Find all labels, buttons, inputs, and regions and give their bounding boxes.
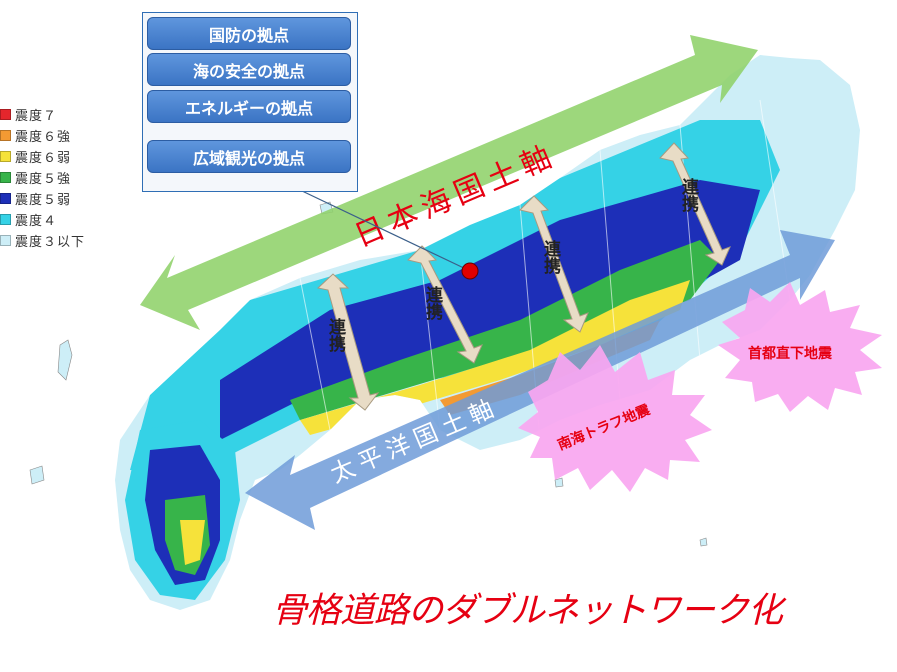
link-label-4: 連携 bbox=[678, 177, 699, 213]
legend-swatch bbox=[0, 151, 11, 162]
nankai-burst: 南海トラフ地震 bbox=[518, 345, 712, 492]
legend-item: 震度６弱 bbox=[0, 146, 85, 167]
role-energy: エネルギーの拠点 bbox=[147, 90, 351, 123]
shuto-burst: 首都直下地震 bbox=[718, 282, 882, 412]
legend-label: 震度３以下 bbox=[15, 235, 86, 250]
city-marker bbox=[461, 262, 479, 280]
link-label-1: 連携 bbox=[325, 317, 346, 353]
legend-label: 震度５弱 bbox=[15, 193, 72, 208]
link-arrow-2: 連携 bbox=[407, 245, 483, 364]
link-arrows: 連携 連携 連携 連携 bbox=[316, 142, 731, 411]
legend-swatch bbox=[0, 172, 11, 183]
link-arrow-3: 連携 bbox=[519, 195, 589, 333]
link-arrow-4: 連携 bbox=[659, 142, 731, 266]
island bbox=[57, 339, 73, 381]
callout-line bbox=[299, 189, 469, 271]
legend-item: 震度６強 bbox=[0, 125, 85, 146]
intensity-legend: 震度７ 震度６強震度６弱震度５強震度５弱震度４ 震度３以下 bbox=[0, 104, 85, 251]
legend-label: 震度４ bbox=[15, 214, 58, 229]
legend-swatch bbox=[0, 214, 11, 225]
legend-label: 震度６強 bbox=[15, 130, 72, 145]
main-caption: 骨格道路のダブルネットワーク化 bbox=[272, 591, 783, 631]
link-label-2: 連携 bbox=[422, 285, 443, 321]
legend-label: 震度７ bbox=[15, 109, 58, 124]
legend-item: 震度３以下 bbox=[0, 230, 85, 251]
role-maritime-safety: 海の安全の拠点 bbox=[147, 53, 351, 86]
roles-callout: 国防の拠点 海の安全の拠点 エネルギーの拠点 広域観光の拠点 bbox=[142, 12, 358, 192]
legend-item: 震度５弱 bbox=[0, 188, 85, 209]
legend-label: 震度６弱 bbox=[15, 151, 72, 166]
role-tourism: 広域観光の拠点 bbox=[147, 140, 351, 173]
legend-swatch bbox=[0, 130, 11, 141]
legend-swatch bbox=[0, 109, 11, 120]
link-arrow-1: 連携 bbox=[316, 273, 380, 411]
shuto-label: 首都直下地震 bbox=[748, 345, 833, 362]
legend-item: 震度４ bbox=[0, 209, 85, 230]
legend-item: 震度７ bbox=[0, 104, 85, 125]
legend-item: 震度５強 bbox=[0, 167, 85, 188]
legend-label: 震度５強 bbox=[15, 172, 72, 187]
legend-swatch bbox=[0, 193, 11, 204]
link-label-3: 連携 bbox=[540, 239, 561, 275]
role-defense: 国防の拠点 bbox=[147, 17, 351, 50]
legend-swatch bbox=[0, 235, 11, 246]
